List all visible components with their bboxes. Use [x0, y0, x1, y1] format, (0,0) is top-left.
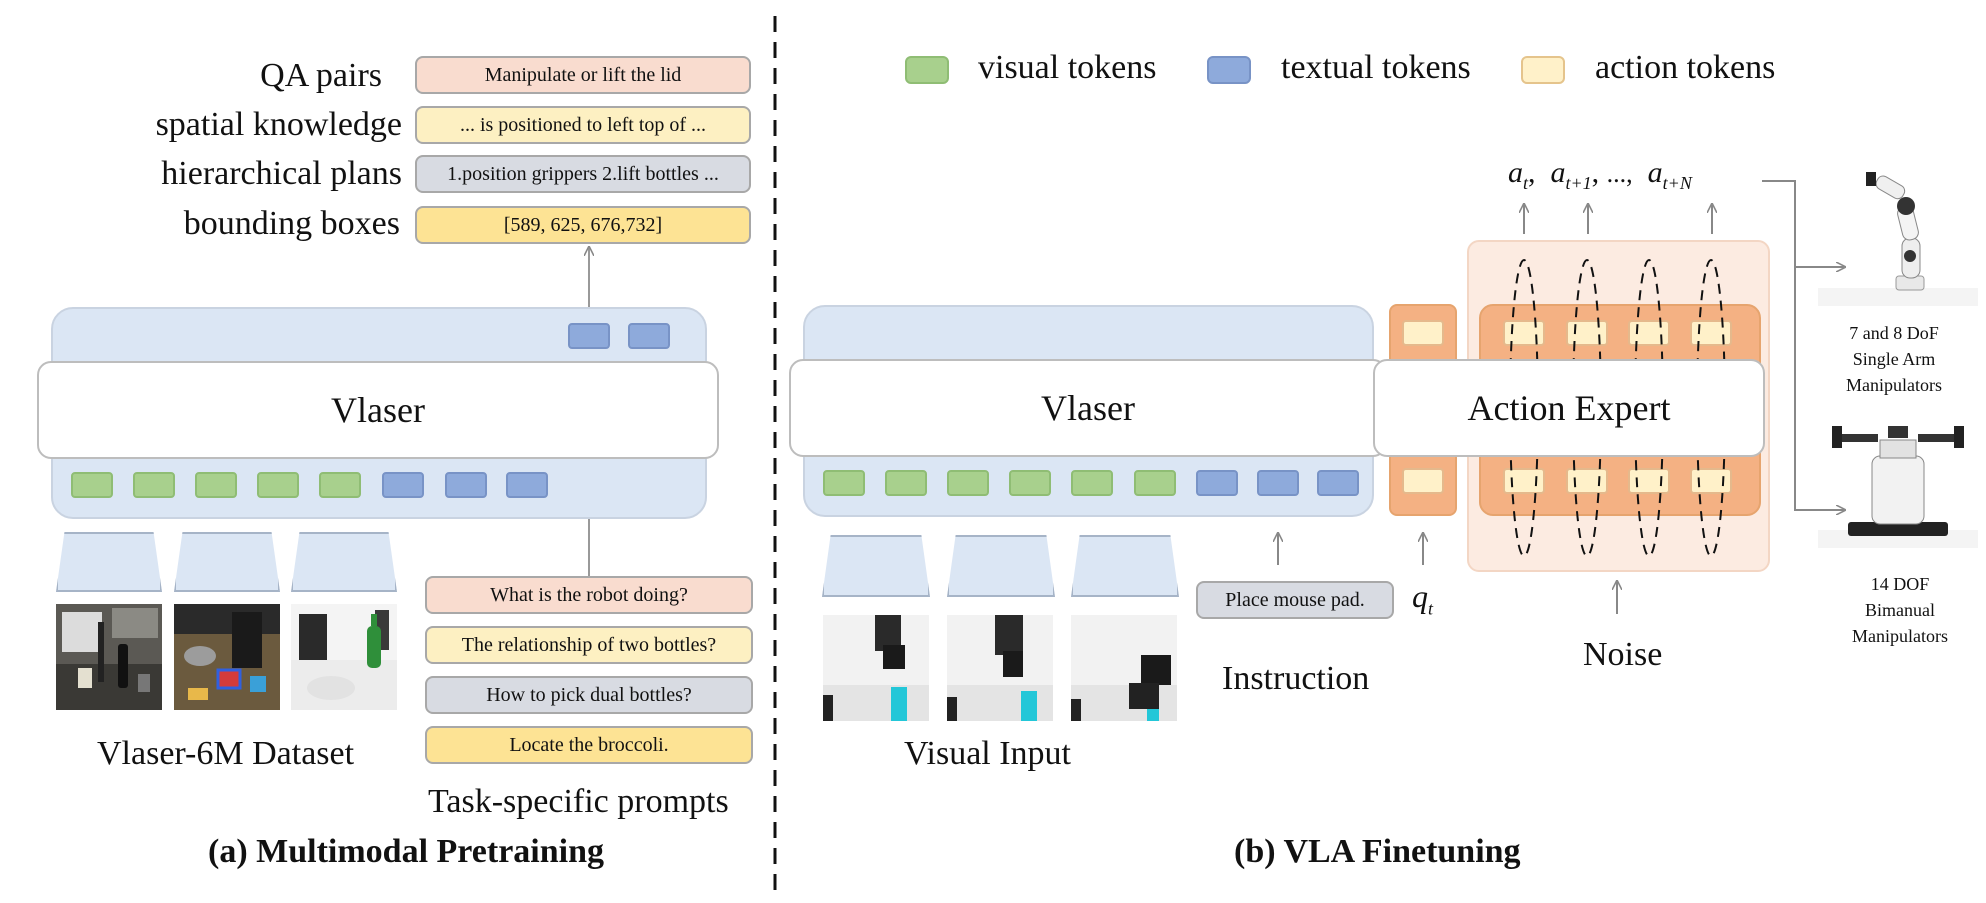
textual-token — [628, 323, 670, 349]
vlaser-model-left: Vlaser — [37, 361, 719, 459]
vlaser-model-right: Vlaser — [789, 359, 1387, 457]
visual-token — [1009, 470, 1051, 496]
visual-token — [319, 472, 361, 498]
noise-label: Noise — [1583, 636, 1663, 673]
textual-token — [506, 472, 548, 498]
single-arm-robot-image — [1818, 168, 1978, 306]
spatial-knowledge-label: spatial knowledge — [155, 106, 402, 143]
image-encoder-trapezoid — [947, 535, 1055, 597]
textual-token — [1196, 470, 1238, 496]
textual-token — [445, 472, 487, 498]
action-token — [1503, 468, 1545, 494]
dataset-image-lab — [56, 604, 162, 710]
dataset-label: Vlaser-6M Dataset — [97, 735, 355, 772]
prompt-box: How to pick dual bottles? — [425, 676, 753, 714]
visual-token — [195, 472, 237, 498]
action-expert-model: Action Expert — [1373, 359, 1765, 457]
textual-token — [382, 472, 424, 498]
visual-token — [71, 472, 113, 498]
image-encoder-trapezoid — [174, 532, 280, 592]
visual-input-label: Visual Input — [904, 735, 1071, 772]
visual-token — [823, 470, 865, 496]
action-output-label: at, at+1, ..., at+N — [1508, 156, 1692, 193]
qa-output-box: Manipulate or lift the lid — [415, 56, 751, 94]
prompt-box: Locate the broccoli. — [425, 726, 753, 764]
qa-pairs-label: QA pairs — [260, 57, 382, 94]
prompt-box: What is the robot doing? — [425, 576, 753, 614]
visual-token — [1134, 470, 1176, 496]
visual-token — [257, 472, 299, 498]
textual-token — [1317, 470, 1359, 496]
prompts-label: Task-specific prompts — [428, 783, 729, 820]
action-token — [1402, 468, 1444, 494]
visual-token — [1071, 470, 1113, 496]
image-encoder-trapezoid — [1071, 535, 1179, 597]
image-encoder-trapezoid — [822, 535, 930, 597]
bounding-boxes-label: bounding boxes — [183, 205, 400, 242]
legend-action-swatch — [1521, 56, 1565, 84]
pretraining-caption: (a) Multimodal Pretraining — [208, 833, 604, 870]
prompt-box: The relationship of two bottles? — [425, 626, 753, 664]
plans-output-box: 1.position grippers 2.lift bottles ... — [415, 155, 751, 193]
action-token — [1690, 320, 1732, 346]
hierarchical-plans-label: hierarchical plans — [161, 155, 402, 192]
action-token — [1628, 468, 1670, 494]
spatial-output-box: ... is positioned to left top of ... — [415, 106, 751, 144]
camera-view-image — [823, 615, 929, 721]
action-token — [1628, 320, 1670, 346]
visual-token — [885, 470, 927, 496]
textual-token — [568, 323, 610, 349]
instruction-label: Instruction — [1222, 660, 1370, 697]
action-token — [1566, 320, 1608, 346]
action-token — [1503, 320, 1545, 346]
visual-token — [947, 470, 989, 496]
legend-visual-swatch — [905, 56, 949, 84]
legend-visual-label: visual tokens — [978, 49, 1157, 86]
dataset-image-kitchen — [174, 604, 280, 710]
camera-view-image — [1071, 615, 1177, 721]
legend-textual-swatch — [1207, 56, 1251, 84]
camera-view-image — [947, 615, 1053, 721]
textual-token — [1257, 470, 1299, 496]
visual-token — [133, 472, 175, 498]
action-token — [1402, 320, 1444, 346]
dataset-image-bottles — [291, 604, 397, 710]
image-encoder-trapezoid — [56, 532, 162, 592]
query-label: qt — [1412, 578, 1434, 619]
action-token — [1690, 468, 1732, 494]
instruction-box: Place mouse pad. — [1196, 581, 1394, 619]
finetuning-caption: (b) VLA Finetuning — [1234, 833, 1521, 870]
action-token — [1566, 468, 1608, 494]
bbox-output-box: [589, 625, 676,732] — [415, 206, 751, 244]
bimanual-robot-image — [1818, 420, 1978, 548]
legend-action-label: action tokens — [1595, 49, 1776, 86]
legend-textual-label: textual tokens — [1281, 49, 1471, 86]
